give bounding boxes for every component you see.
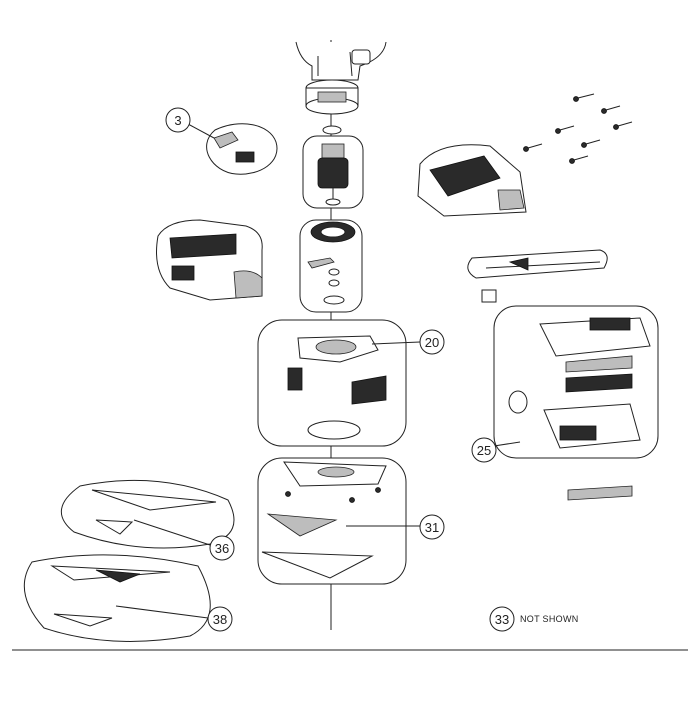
switch-group xyxy=(187,123,278,175)
screws-set xyxy=(523,93,633,164)
dust-box-group xyxy=(493,305,659,459)
callout-bubble-38 xyxy=(207,606,233,632)
terminal-block xyxy=(481,289,497,303)
fan-stator-group xyxy=(299,219,363,313)
callout-label-20: 20 xyxy=(425,335,439,350)
callout-label-36: 36 xyxy=(215,541,229,556)
callout-label-33: 33 xyxy=(495,612,509,627)
callout-label-31: 31 xyxy=(425,520,439,535)
callout-label-38: 38 xyxy=(213,612,227,627)
base-plate-group xyxy=(257,319,421,447)
left-housing-half xyxy=(156,219,263,301)
callout-bubble-25 xyxy=(471,437,497,463)
brush-ring xyxy=(305,79,359,115)
loose-filter-sheet xyxy=(567,485,633,501)
top-handle-housing xyxy=(295,41,387,81)
right-upper-housing xyxy=(417,144,527,217)
callout-bubble-31 xyxy=(419,514,445,540)
callout-label-25: 25 xyxy=(477,443,491,458)
callout-bubble-36 xyxy=(209,535,235,561)
not-shown-note: NOT SHOWN xyxy=(520,614,579,624)
callout-label-3: 3 xyxy=(174,113,181,128)
sanding-sheet-group-36 xyxy=(60,479,235,549)
sanding-sheet-group-38 xyxy=(23,554,211,642)
callout-bubble-3 xyxy=(165,107,191,133)
callout-bubble-20 xyxy=(419,329,445,355)
cord-group xyxy=(467,249,608,279)
armature-group xyxy=(302,135,364,209)
callout-bubble-33 xyxy=(489,606,515,632)
top-bearing xyxy=(322,125,342,135)
platen-group xyxy=(257,457,420,585)
